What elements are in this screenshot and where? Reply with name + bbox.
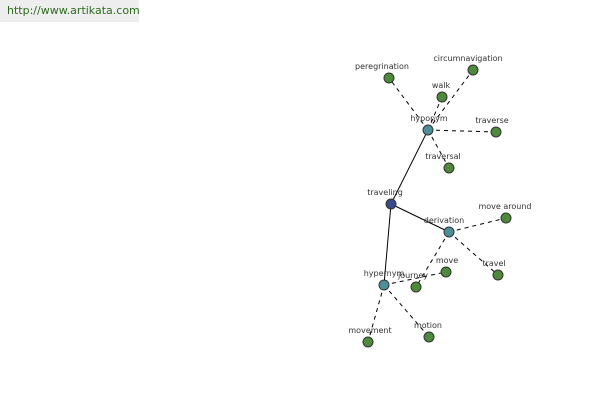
edges-layer: [367, 69, 507, 343]
node-label-circumnavigation[interactable]: circumnavigation: [433, 54, 502, 63]
edge-hyponym-traversal: [427, 129, 450, 169]
node-label-traverse[interactable]: traverse: [475, 116, 508, 125]
nodes-layer: traveling hyponym derivation hypernym peregr…: [348, 54, 532, 348]
node-label-walk[interactable]: walk: [432, 81, 451, 90]
graph-node-movement[interactable]: movement: [348, 326, 392, 348]
node-label-travel[interactable]: travel: [482, 259, 505, 268]
node-marker-travel[interactable]: [492, 269, 504, 281]
node-marker-movement[interactable]: [362, 336, 374, 348]
graph-node-journey[interactable]: journey: [397, 271, 428, 293]
node-marker-traverse[interactable]: [490, 126, 502, 138]
edge-traveling-derivation: [390, 203, 450, 233]
edge-derivation-move_around: [448, 217, 507, 233]
graph-node-motion[interactable]: motion: [414, 321, 442, 343]
graph-node-move_around[interactable]: move around: [478, 202, 532, 224]
graph-node-circumnavigation[interactable]: circumnavigation: [433, 54, 503, 76]
node-marker-derivation[interactable]: [443, 226, 455, 238]
node-label-movement[interactable]: movement: [348, 326, 391, 335]
graph-node-move[interactable]: move: [436, 256, 458, 278]
node-marker-move[interactable]: [440, 266, 452, 278]
node-label-motion[interactable]: motion: [414, 321, 442, 330]
node-label-hypernym[interactable]: hypernym: [364, 269, 405, 278]
graph-node-hypernym[interactable]: hypernym: [364, 269, 405, 291]
edge-derivation-travel: [448, 231, 499, 276]
node-marker-peregrination[interactable]: [383, 72, 395, 84]
graph-node-hyponym[interactable]: hyponym: [410, 114, 448, 136]
node-marker-traveling[interactable]: [385, 198, 397, 210]
graph-node-traversal[interactable]: traversal: [425, 152, 461, 174]
edge-hypernym-movement: [367, 284, 385, 343]
node-label-traveling[interactable]: traveling: [367, 188, 403, 197]
node-label-derivation[interactable]: derivation: [424, 216, 464, 225]
edge-hyponym-walk: [427, 96, 443, 131]
node-marker-hyponym[interactable]: [422, 124, 434, 136]
graph-node-derivation[interactable]: derivation: [424, 216, 464, 238]
edge-traveling-hypernym: [383, 203, 392, 286]
graph-node-walk[interactable]: walk: [432, 81, 451, 103]
node-marker-motion[interactable]: [423, 331, 435, 343]
node-marker-traversal[interactable]: [443, 162, 455, 174]
node-marker-circumnavigation[interactable]: [467, 64, 479, 76]
node-marker-journey[interactable]: [410, 281, 422, 293]
graph-node-peregrination[interactable]: peregrination: [355, 62, 409, 84]
edge-derivation-journey: [415, 231, 450, 288]
node-label-move[interactable]: move: [436, 256, 458, 265]
edge-hypernym-move: [383, 271, 447, 286]
edge-hypernym-motion: [383, 284, 430, 338]
node-label-peregrination[interactable]: peregrination: [355, 62, 409, 71]
graph-node-travel[interactable]: travel: [482, 259, 506, 281]
node-label-traversal[interactable]: traversal: [425, 152, 461, 161]
node-marker-walk[interactable]: [436, 91, 448, 103]
node-label-hyponym[interactable]: hyponym: [410, 114, 448, 123]
edge-hyponym-traverse: [427, 129, 497, 133]
node-label-journey[interactable]: journey: [397, 271, 428, 280]
node-marker-move_around[interactable]: [500, 212, 512, 224]
edge-traveling-hyponym: [390, 129, 429, 205]
node-label-move_around[interactable]: move around: [478, 202, 531, 211]
graph-node-traveling[interactable]: traveling: [367, 188, 403, 210]
edge-hyponym-peregrination: [388, 77, 429, 131]
node-marker-hypernym[interactable]: [378, 279, 390, 291]
graph-node-traverse[interactable]: traverse: [475, 116, 509, 138]
site-url[interactable]: http://www.artikata.com: [0, 0, 140, 22]
